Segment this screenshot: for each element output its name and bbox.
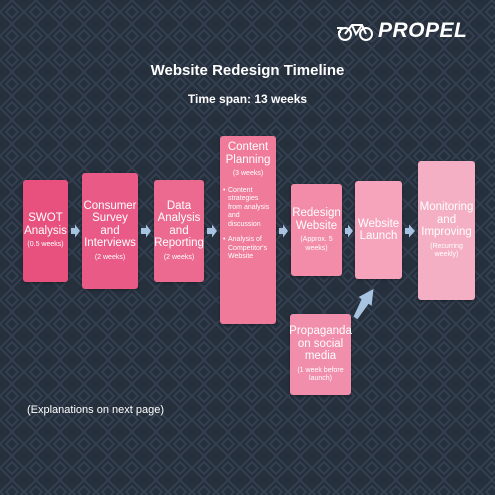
- step-website-launch: Website Launch: [355, 181, 402, 279]
- arrow-content-to-redesign: [279, 224, 288, 238]
- footer-note: (Explanations on next page): [27, 404, 164, 416]
- step-title: Website Launch: [357, 217, 400, 243]
- step-propaganda-social-media: Propaganda on social media (1 week befor…: [289, 314, 352, 395]
- step-content-planning: Content Planning (3 weeks) Content strat…: [220, 136, 276, 324]
- step-title: Redesign Website: [292, 207, 341, 232]
- step-duration: (2 weeks): [163, 253, 195, 261]
- step-title: Propaganda on social media: [289, 325, 352, 363]
- step-duration: (3 weeks): [232, 170, 264, 177]
- step-duration: (2 weeks): [94, 253, 126, 261]
- step-title: Monitoring and Improving: [419, 201, 474, 239]
- step-swot-analysis: SWOT Analysis (0.5 weeks): [23, 180, 68, 282]
- arrow-propaganda-to-launch: [353, 289, 374, 320]
- logo-text: PROPEL: [378, 19, 468, 42]
- step-monitoring-improving: Monitoring and Improving (Recurring week…: [418, 161, 475, 300]
- bullet-item: Analysis of Competitor's Website: [223, 236, 273, 262]
- step-duration: (Recurring weekly): [430, 242, 463, 259]
- arrow-data-to-content: [207, 224, 217, 238]
- step-title: SWOT Analysis: [24, 212, 67, 237]
- step-redesign-website: Redesign Website (Approx. 5 weeks): [291, 184, 342, 276]
- arrow-survey-to-data: [141, 224, 151, 238]
- propel-logo: PROPEL: [336, 16, 467, 46]
- bullet-item: Content strategies from analysis and dis…: [223, 187, 273, 230]
- step-duration: (0.5 weeks): [27, 241, 64, 249]
- step-duration: (1 week before launch): [297, 366, 344, 383]
- arrow-redesign-to-launch: [345, 224, 353, 238]
- step-title: Consumer Survey and Interviews: [83, 199, 137, 250]
- step-consumer-survey: Consumer Survey and Interviews (2 weeks): [82, 173, 138, 289]
- time-span: Time span: 13 weeks: [187, 92, 308, 106]
- content-planning-bullets: Content strategies from analysis and dis…: [223, 187, 273, 269]
- arrow-launch-to-monitor: [405, 224, 415, 238]
- bicycle-icon: [337, 24, 373, 41]
- step-duration: (Approx. 5 weeks): [300, 236, 333, 252]
- step-title: Data Analysis and Reporting: [154, 199, 204, 250]
- step-data-analysis: Data Analysis and Reporting (2 weeks): [154, 180, 204, 282]
- step-title: Content Planning: [225, 141, 271, 166]
- page-title: Website Redesign Timeline: [150, 62, 345, 79]
- arrow-swot-to-survey: [71, 224, 80, 238]
